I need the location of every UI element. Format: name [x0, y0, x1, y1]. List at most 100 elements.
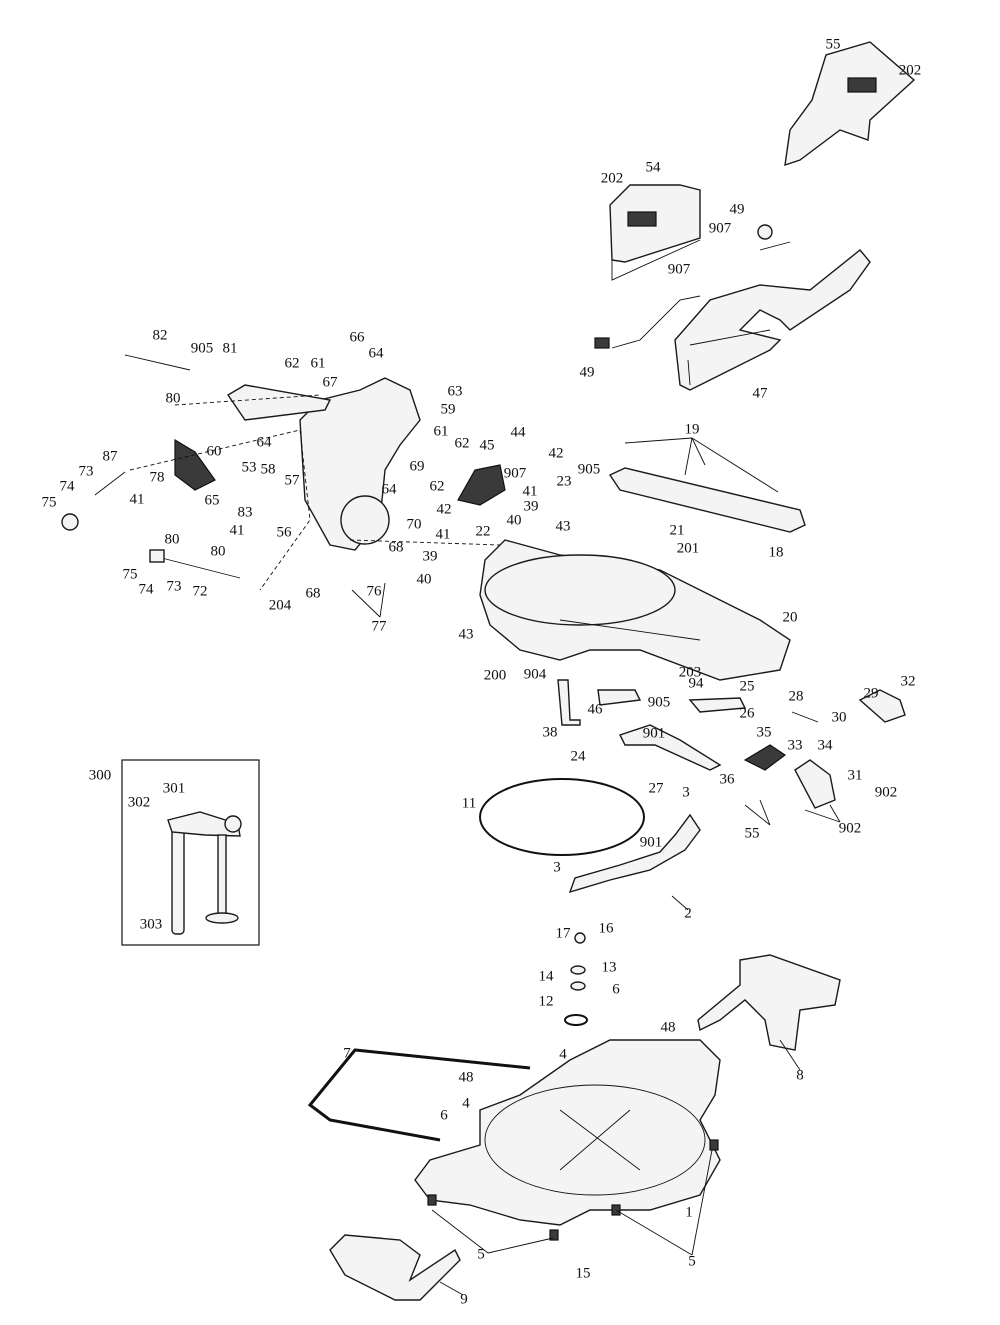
part-label-p46: 46	[587, 701, 603, 718]
bracket-parts	[557, 679, 642, 726]
left-fence-piece	[609, 184, 701, 281]
part-label-p23: 23	[556, 473, 572, 490]
part-label-p200: 200	[483, 667, 507, 684]
part-label-p56: 56	[276, 524, 292, 541]
base-1	[414, 1039, 721, 1226]
leader-lines	[351, 437, 841, 1296]
part-label-p55b: 55	[744, 825, 760, 842]
part-label-p80a: 80	[165, 390, 181, 407]
part-label-p36: 36	[719, 771, 735, 788]
part-label-p62c: 62	[429, 478, 445, 495]
part-label-p25: 25	[739, 678, 755, 695]
part-label-p66: 66	[349, 329, 365, 346]
part-label-p45: 45	[479, 437, 495, 454]
part-label-p74a: 74	[59, 478, 75, 495]
part-label-p65: 65	[204, 492, 220, 509]
part-label-p87: 87	[102, 448, 118, 465]
part-label-p34: 34	[817, 737, 833, 754]
part-label-p27: 27	[648, 780, 664, 797]
part-label-p902a: 902	[874, 784, 898, 801]
part-label-p39b: 39	[422, 548, 438, 565]
part-label-p301: 301	[162, 780, 186, 797]
part-label-p61b: 61	[433, 423, 449, 440]
part-label-p19: 19	[684, 421, 700, 438]
part-label-p73a: 73	[78, 463, 94, 480]
washers	[564, 932, 588, 1026]
part-label-p57: 57	[284, 472, 300, 489]
part-label-p41b: 41	[129, 491, 145, 508]
part-label-p59: 59	[440, 401, 456, 418]
part-label-p49a: 49	[729, 201, 745, 218]
part-label-p63: 63	[447, 383, 463, 400]
part-label-p11: 11	[461, 795, 477, 812]
part-label-p72: 72	[192, 583, 208, 600]
part-label-p901b: 901	[639, 834, 663, 851]
part-label-p6b: 6	[440, 1107, 448, 1124]
spindle-lock-parts	[61, 471, 241, 579]
part-label-p3b: 3	[553, 859, 561, 876]
part-label-p31: 31	[847, 767, 863, 784]
part-label-p2: 2	[684, 905, 692, 922]
part-label-p5a: 5	[477, 1246, 485, 1263]
upper-blade-guard	[784, 41, 916, 167]
part-label-p94: 94	[688, 675, 704, 692]
part-label-p6a: 6	[612, 981, 620, 998]
part-label-p38: 38	[542, 724, 558, 741]
rod-7	[307, 1048, 531, 1142]
part-label-p35: 35	[756, 724, 772, 741]
part-label-p3a: 3	[682, 784, 690, 801]
part-label-p80c: 80	[210, 543, 226, 560]
part-label-p28: 28	[788, 688, 804, 705]
part-label-p18: 18	[768, 544, 784, 561]
ring-11	[479, 778, 645, 856]
part-label-p55: 55	[825, 36, 841, 53]
part-label-p907b: 907	[667, 261, 691, 278]
part-label-p54: 54	[645, 159, 661, 176]
part-label-p43b: 43	[458, 626, 474, 643]
part-label-p204: 204	[268, 597, 292, 614]
rail-18	[608, 467, 806, 533]
part-label-p21: 21	[669, 522, 685, 539]
bevel-lock-45	[457, 464, 506, 506]
part-label-p901a: 901	[642, 725, 666, 742]
part-label-p62b: 62	[454, 435, 470, 452]
part-label-p43a: 43	[555, 518, 571, 535]
part-label-p8: 8	[796, 1067, 804, 1084]
part-label-p303: 303	[139, 916, 163, 933]
part-label-p69: 69	[409, 458, 425, 475]
part-label-p904: 904	[523, 666, 547, 683]
part-label-p13: 13	[601, 959, 617, 976]
part-label-p60: 60	[206, 443, 222, 460]
clamp-knob-parts	[594, 224, 791, 349]
part-label-p905b: 905	[577, 461, 601, 478]
part-label-p302: 302	[127, 794, 151, 811]
part-label-p64b: 64	[256, 434, 272, 451]
hold-down-clamp-box	[121, 759, 260, 946]
turntable-arm	[479, 539, 791, 681]
part-label-p17: 17	[555, 925, 571, 942]
part-label-p202b: 202	[600, 170, 624, 187]
part-label-p4b: 4	[462, 1095, 470, 1112]
miter-scale-2	[568, 813, 701, 894]
part-label-p67: 67	[322, 374, 338, 391]
part-label-p24: 24	[570, 748, 586, 765]
part-label-p70: 70	[406, 516, 422, 533]
part-label-p40a: 40	[506, 512, 522, 529]
part-label-p30: 30	[831, 709, 847, 726]
extension-9	[329, 1234, 461, 1301]
part-label-p42a: 42	[548, 445, 564, 462]
part-label-p32: 32	[900, 673, 916, 690]
part-label-p14: 14	[538, 968, 554, 985]
part-label-p42b: 42	[436, 501, 452, 518]
part-label-p76: 76	[366, 583, 382, 600]
part-label-p29: 29	[863, 685, 879, 702]
part-label-p64c: 64	[381, 481, 397, 498]
part-label-p75a: 75	[41, 494, 57, 511]
part-label-p44: 44	[510, 424, 526, 441]
part-label-p41a: 41	[522, 483, 538, 500]
part-label-p300: 300	[88, 767, 112, 784]
right-fence-47	[674, 249, 871, 391]
part-label-p83: 83	[237, 504, 253, 521]
